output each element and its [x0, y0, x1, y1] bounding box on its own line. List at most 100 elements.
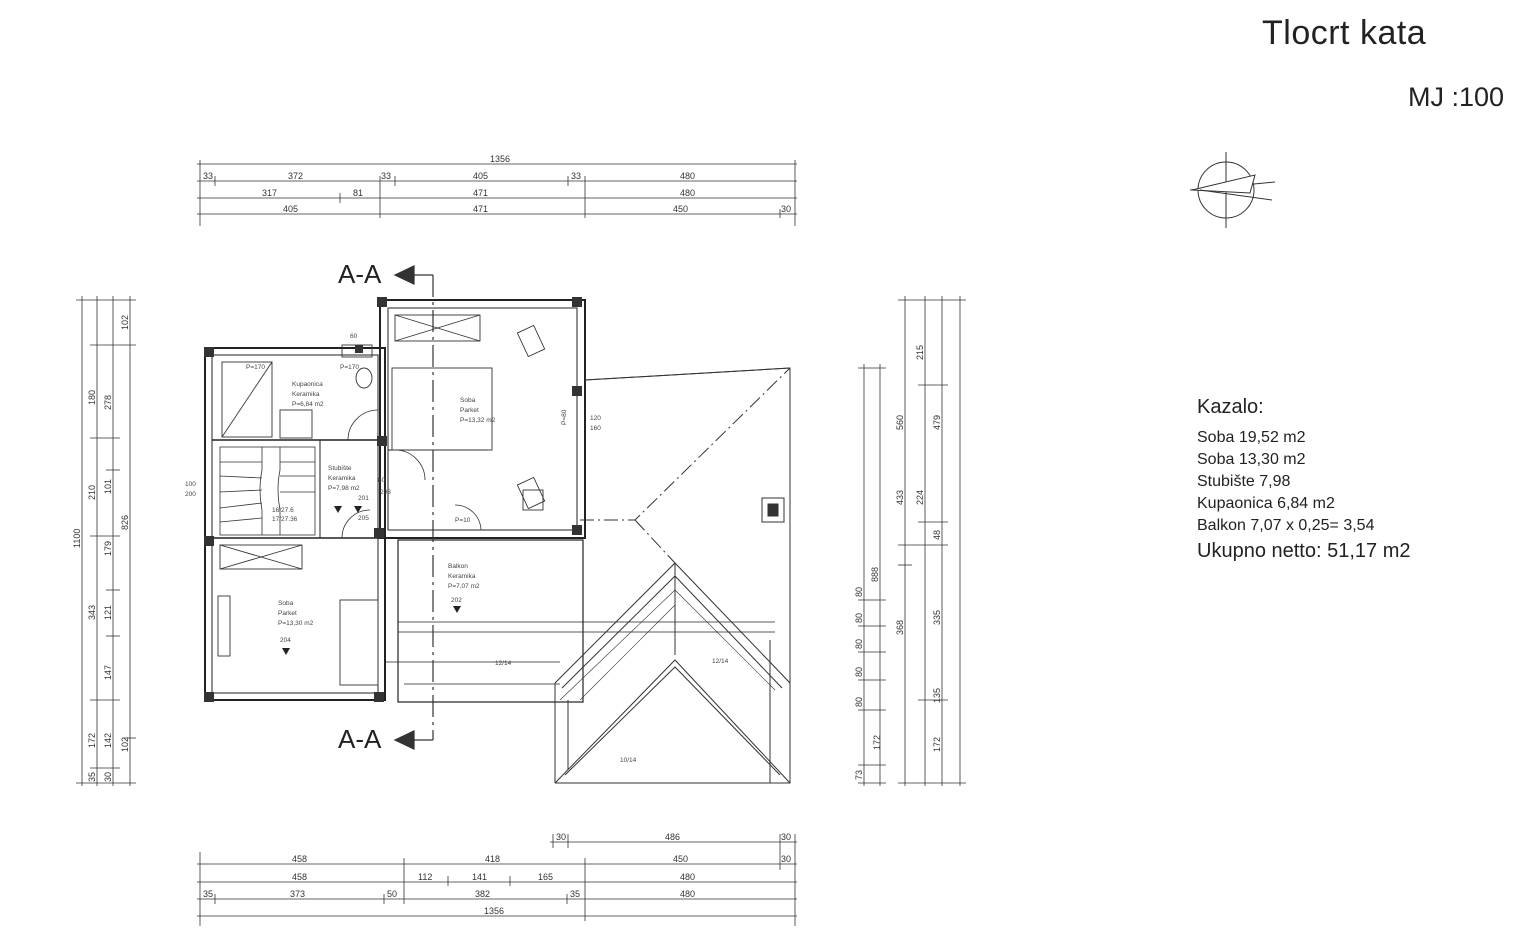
dim-label: 172 — [87, 733, 97, 748]
dim-label: 35 — [87, 772, 97, 782]
room-name: Balkon — [448, 563, 468, 570]
roof-slope-label: 10/14 — [620, 757, 637, 764]
room-area: P=7,98 m2 — [328, 485, 360, 492]
dim-label: 405 — [283, 204, 298, 214]
dim-label: 135 — [932, 688, 942, 703]
dim-label: 80 — [854, 639, 864, 649]
dim-label: 479 — [932, 415, 942, 430]
room-code: 201 — [358, 495, 369, 502]
legend-item: Soba 19,52 m2 — [1197, 429, 1306, 446]
dim-label: 80 — [854, 697, 864, 707]
dim-label: 80 — [854, 613, 864, 623]
section-mark-bottom: A-A — [338, 724, 382, 754]
dim-label: 335 — [932, 610, 942, 625]
dim-label: 450 — [673, 854, 688, 864]
dim-label: 147 — [103, 665, 113, 680]
dim-label: 343 — [87, 605, 97, 620]
dim-label: 172 — [932, 737, 942, 752]
dim-label: 317 — [262, 188, 277, 198]
dim-label: 30 — [103, 772, 113, 782]
dim-label: 471 — [473, 188, 488, 198]
dim-label: 101 — [103, 479, 113, 494]
room-floor: Keramika — [328, 475, 356, 482]
north-arrow-icon — [1189, 152, 1276, 228]
dim-label: 224 — [915, 490, 925, 505]
furniture — [217, 314, 546, 686]
level-markers — [282, 506, 461, 655]
legend-item: Balkon 7,07 x 0,25= 3,54 — [1197, 517, 1375, 534]
left-dimensions: 1100 180 210 343 172 35 278 101 179 121 … — [72, 296, 136, 786]
dim-label: 102 — [120, 737, 130, 752]
opening-label: 160 — [590, 425, 601, 432]
dim-label: 368 — [895, 620, 905, 635]
room-area: P=7,07 m2 — [448, 583, 480, 590]
dim-label: 480 — [680, 188, 695, 198]
dim-label: 121 — [103, 605, 113, 620]
right-dimensions: 215 479 224 48 335 135 172 560 433 368 8… — [854, 296, 966, 786]
dim-label: 1356 — [484, 906, 504, 916]
room-area: P=13,30 m2 — [278, 620, 314, 627]
room-code: 203 — [380, 489, 391, 496]
dim-label: 33 — [571, 171, 581, 181]
dim-label: 81 — [353, 188, 363, 198]
room-code: 202 — [451, 597, 462, 604]
dim-label: 278 — [103, 395, 113, 410]
room-area: P=6,84 m2 — [292, 401, 324, 408]
room-code: 204 — [280, 637, 291, 644]
room-floor: Keramika — [448, 573, 476, 580]
stair-ratio-label: 16/27.6 — [272, 507, 294, 514]
window-label: P=170 — [246, 364, 265, 371]
dim-label: 458 — [292, 872, 307, 882]
dim-label: 372 — [288, 171, 303, 181]
legend-item: Stubište 7,98 — [1197, 473, 1291, 490]
dim-label: 215 — [915, 345, 925, 360]
bottom-dimensions: 30 486 30 458 418 450 30 458 112 141 165… — [197, 832, 797, 926]
dim-label: 165 — [538, 872, 553, 882]
staircase — [219, 446, 316, 536]
room-name: Soba — [278, 600, 294, 607]
legend-item: Kupaonica 6,84 m2 — [1197, 495, 1335, 512]
room-floor: Parket — [278, 610, 297, 617]
dim-label: 35 — [203, 889, 213, 899]
dim-label: 486 — [665, 832, 680, 842]
legend-item: Soba 13,30 m2 — [1197, 451, 1306, 468]
stair-ratio-label: 17/27.36 — [272, 516, 298, 523]
dim-label: 480 — [680, 171, 695, 181]
window-label: P=170 — [340, 364, 359, 371]
top-dimensions: 1356 33 372 33 405 33 480 317 81 471 480… — [197, 154, 797, 226]
door-swings — [341, 409, 482, 539]
dim-label: 179 — [103, 541, 113, 556]
dim-label: 80 — [854, 587, 864, 597]
room-labels: Kupaonica Keramika P=6,84 m2 Soba Parket… — [278, 381, 496, 644]
roof-slope-label: 12/14 — [495, 660, 512, 667]
dim-label: 480 — [680, 889, 695, 899]
dim-label: 450 — [673, 204, 688, 214]
dim-label: 112 — [418, 872, 432, 882]
opening-label: 120 — [590, 415, 601, 422]
room-name: Kupaonica — [292, 381, 323, 388]
legend-heading: Kazalo: — [1197, 396, 1264, 418]
room-floor: Parket — [460, 407, 479, 414]
dim-label: 405 — [473, 171, 488, 181]
opening-label: 100 — [185, 481, 196, 488]
drawing-annotations: 12/14 12/14 10/14 P=170 P=170 P=80 P=10 … — [185, 333, 729, 764]
dim-label: 80 — [854, 667, 864, 677]
dim-label: 141 — [472, 872, 487, 882]
dim-label: 433 — [895, 490, 905, 505]
room-name: Stubište — [328, 465, 352, 472]
dim-label: 373 — [290, 889, 305, 899]
opening-label: 80 — [378, 477, 386, 484]
dim-label: 1356 — [490, 154, 510, 164]
dim-label: 35 — [570, 889, 580, 899]
roof-outline — [554, 367, 791, 784]
opening-label: 205 — [358, 515, 369, 522]
dim-label: 73 — [854, 770, 864, 780]
opening-label: 200 — [185, 491, 196, 498]
dim-label: 172 — [872, 735, 882, 750]
legend: Kazalo: Soba 19,52 m2 Soba 13,30 m2 Stub… — [1197, 396, 1410, 563]
dim-label: 30 — [781, 832, 791, 842]
dim-label: 50 — [387, 889, 397, 899]
dim-label: 180 — [87, 390, 97, 405]
window-label: P=10 — [455, 517, 471, 524]
